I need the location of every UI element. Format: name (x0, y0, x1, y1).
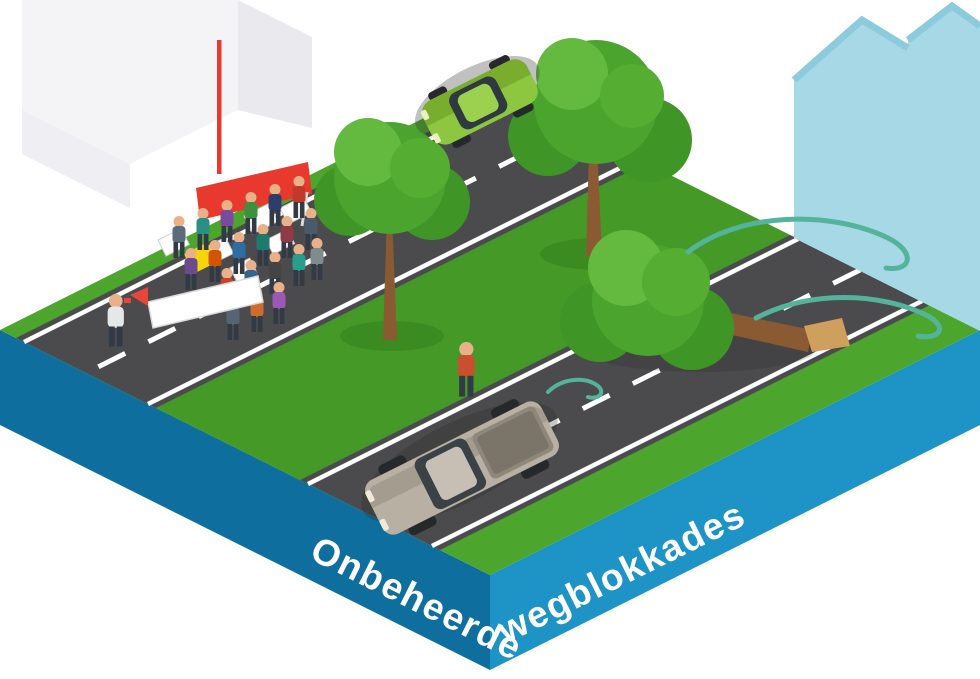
banner-pole (217, 40, 222, 174)
house-roof-edge (791, 15, 910, 83)
house-right (791, 1, 980, 331)
road-edge-line (306, 236, 800, 487)
pickup-truck (361, 399, 559, 536)
truck-headlight (365, 490, 375, 503)
fallen-tree-foliage (642, 248, 710, 316)
car-headlight (420, 109, 430, 121)
truck-roof (425, 446, 477, 500)
road-center-dashed-line (84, 125, 578, 376)
car-wheel (428, 86, 448, 101)
truck-wheel (520, 458, 550, 479)
side-face-right (490, 330, 980, 670)
tree (508, 38, 692, 270)
house-roof-edge (905, 1, 980, 43)
truck-wheel (490, 399, 520, 419)
wind-swirl-icon (685, 216, 910, 271)
tree-foliage (334, 118, 402, 186)
truck-bed-inner (477, 411, 549, 474)
car-wheel (451, 133, 472, 149)
truck-headlight (379, 518, 389, 531)
car-wheel (512, 102, 534, 118)
car-roof (457, 83, 499, 122)
side-face-left (0, 330, 490, 670)
wind-swirls (546, 216, 942, 400)
tree-trunk (383, 215, 397, 340)
house-silhouette (794, 6, 980, 331)
wind-swirl-icon (546, 377, 604, 400)
fallen-tree-broken-stump (804, 318, 850, 352)
building-left-face (22, 0, 238, 164)
tree-foliage (390, 138, 450, 198)
building-left (22, 0, 312, 208)
wind-swirl-icon (753, 295, 942, 340)
front-banner (147, 275, 264, 329)
green-car (415, 55, 540, 149)
building-left-lower (22, 110, 130, 208)
building-left-side (238, 0, 312, 128)
megaphone-icon (130, 287, 148, 306)
megaphone-person (107, 287, 148, 347)
protest-crowd (107, 162, 324, 347)
truck-wheel (378, 455, 407, 476)
car-headlight (432, 133, 441, 144)
fallen-tree (560, 230, 850, 372)
tree-foliage (536, 38, 608, 110)
tree (314, 118, 470, 351)
fallen-tree-trunk (710, 310, 812, 352)
car-wheel (488, 55, 510, 71)
megaphone-handle (124, 298, 131, 303)
tree-foliage (600, 64, 664, 128)
truck-wheel (408, 515, 437, 536)
